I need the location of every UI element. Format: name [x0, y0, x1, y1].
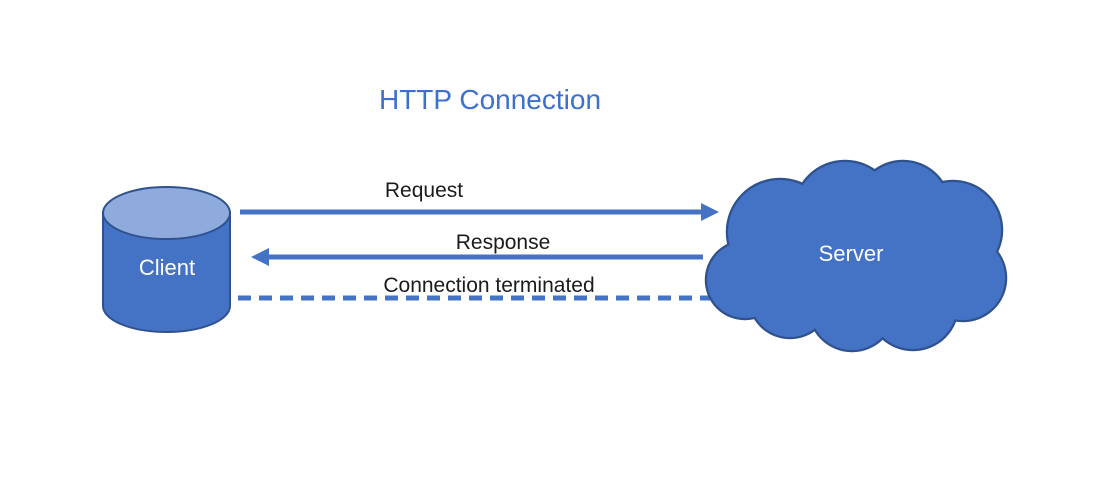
request-label: Request — [385, 179, 463, 202]
cylinder-top — [102, 186, 231, 240]
cylinder-body — [102, 212, 231, 333]
server-node: Server — [707, 162, 1005, 350]
request-arrowhead-icon — [701, 203, 719, 221]
response-label: Response — [456, 231, 551, 254]
diagram-title: HTTP Connection — [379, 84, 601, 115]
client-label: Client — [139, 255, 195, 280]
server-label: Server — [819, 241, 884, 266]
client-node: Client — [102, 186, 231, 333]
connection-terminated-label: Connection terminated — [383, 274, 594, 297]
request-arrow — [240, 203, 719, 221]
response-arrow — [251, 248, 703, 266]
response-arrowhead-icon — [251, 248, 269, 266]
